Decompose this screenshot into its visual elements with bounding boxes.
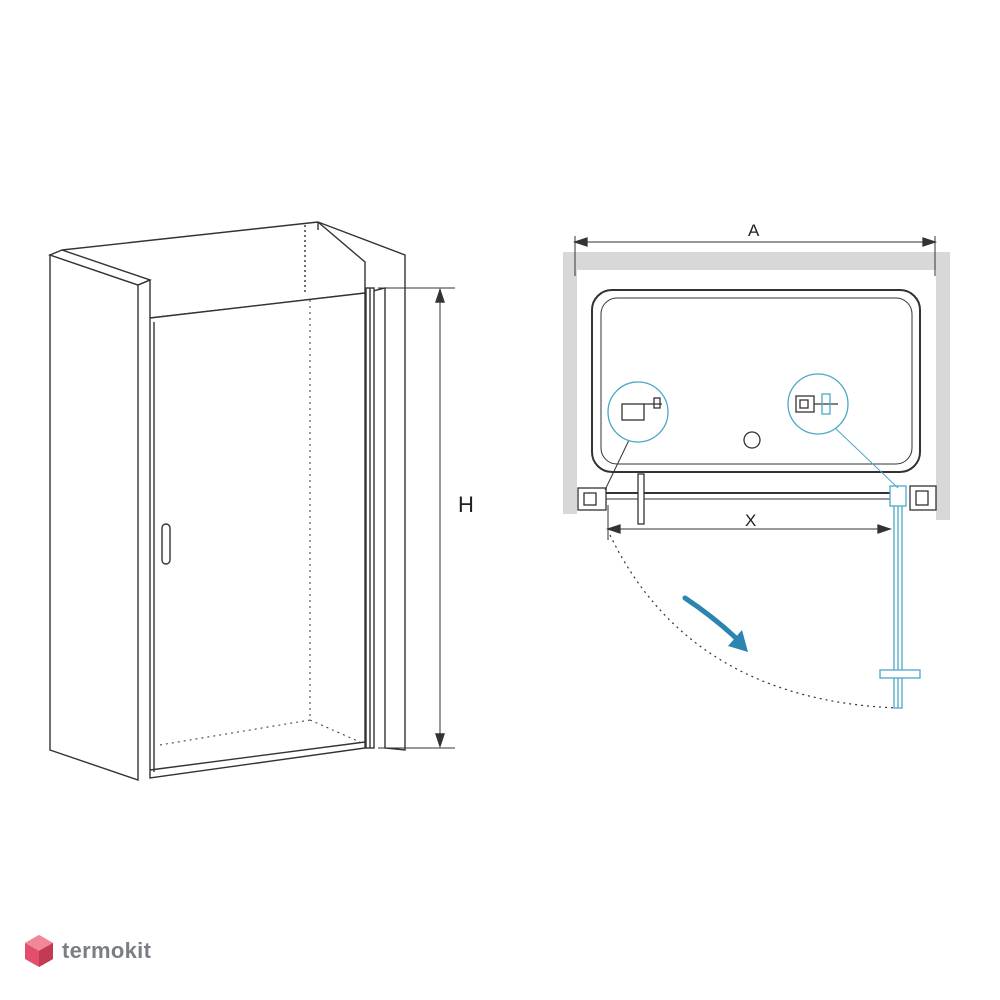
hinge-blue (889, 485, 907, 507)
brand-logo: termokit (24, 934, 151, 968)
top-view (563, 236, 950, 709)
shower-tray-inner (600, 297, 913, 465)
door-frame (149, 292, 366, 779)
left-stopper (637, 473, 645, 525)
height-label: H (458, 492, 474, 517)
back-wall (563, 252, 950, 270)
perspective-view (48, 221, 455, 781)
brand-name: termokit (62, 938, 152, 963)
door-handle (161, 523, 171, 565)
width-label: A (748, 221, 760, 240)
right-side-wall (936, 252, 950, 520)
right-wall (317, 221, 406, 751)
opening-label: X (745, 511, 756, 530)
detail-circle-left (607, 381, 669, 443)
detail-circle-right (787, 373, 849, 435)
swing-arc (609, 534, 899, 709)
swing-direction-arrow (682, 595, 748, 652)
left-side-wall (563, 252, 577, 514)
left-wall (49, 254, 139, 781)
open-door-glass (604, 425, 921, 709)
door-handle-top-view (879, 669, 921, 679)
drain (743, 431, 761, 449)
shower-tray-outer (591, 289, 921, 473)
hexagon-logo-icon (25, 935, 53, 967)
